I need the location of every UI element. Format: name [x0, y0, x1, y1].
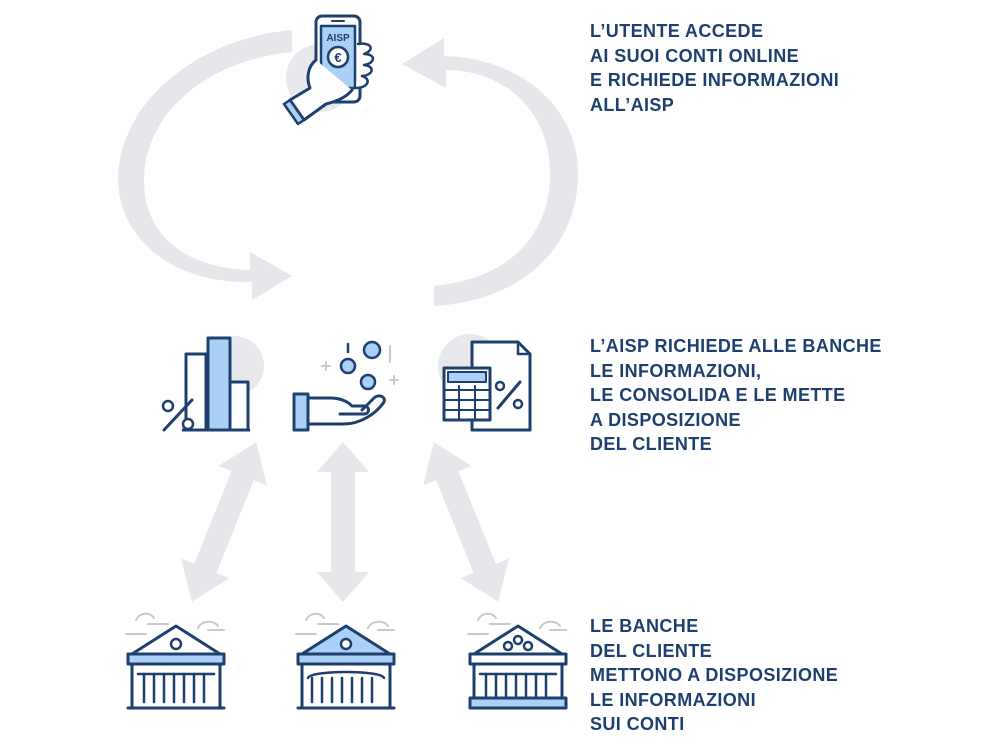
bank-building-icon — [467, 612, 568, 710]
bar-chart-percent-icon — [161, 336, 250, 432]
step-2-line: L’AISP RICHIEDE ALLE BANCHE — [590, 336, 882, 356]
bank-building-icon — [295, 612, 396, 710]
step-2-line: LE CONSOLIDA E LE METTE — [590, 385, 846, 405]
exchange-arrow-right — [423, 442, 509, 602]
step-1-line: E RICHIEDE INFORMAZIONI — [590, 70, 840, 90]
step-3-line: METTONO A DISPOSIZIONE — [590, 665, 839, 685]
step-2-caption: L’AISP RICHIEDE ALLE BANCHE LE INFORMAZI… — [590, 334, 882, 457]
step-3-line: DEL CLIENTE — [590, 640, 713, 661]
phone-label: AISP — [326, 33, 350, 44]
exchange-arrow-middle — [317, 442, 369, 602]
step-1-line: L’UTENTE ACCEDE — [590, 21, 764, 41]
bank-building-icon — [125, 612, 226, 710]
cycle-arrows — [118, 30, 579, 306]
cycle-arrow-right — [402, 38, 579, 306]
exchange-arrow-left — [181, 442, 267, 602]
step-2-line: A DISPOSIZIONE — [590, 409, 741, 430]
step-3-line: SUI CONTI — [590, 714, 685, 734]
step-2-line: DEL CLIENTE — [590, 434, 713, 454]
euro-icon: € — [334, 50, 341, 65]
step-3-line: LE BANCHE — [590, 616, 699, 636]
phone-aisp-icon — [282, 14, 375, 126]
step-2-line: LE INFORMAZIONI, — [590, 360, 762, 381]
calculator-document-percent-icon — [442, 340, 532, 432]
step-1-line: ALL’AISP — [590, 94, 675, 115]
cycle-arrow-left — [118, 30, 292, 300]
step-1-caption: L’UTENTE ACCEDE AI SUOI CONTI ONLINE E R… — [590, 19, 839, 117]
step-1-line: AI SUOI CONTI ONLINE — [590, 45, 800, 66]
step-3-line: LE INFORMAZIONI — [590, 689, 756, 710]
hand-coins-icon — [292, 340, 399, 432]
step-3-caption: LE BANCHE DEL CLIENTE METTONO A DISPOSIZ… — [590, 614, 838, 737]
exchange-arrows — [181, 442, 509, 602]
